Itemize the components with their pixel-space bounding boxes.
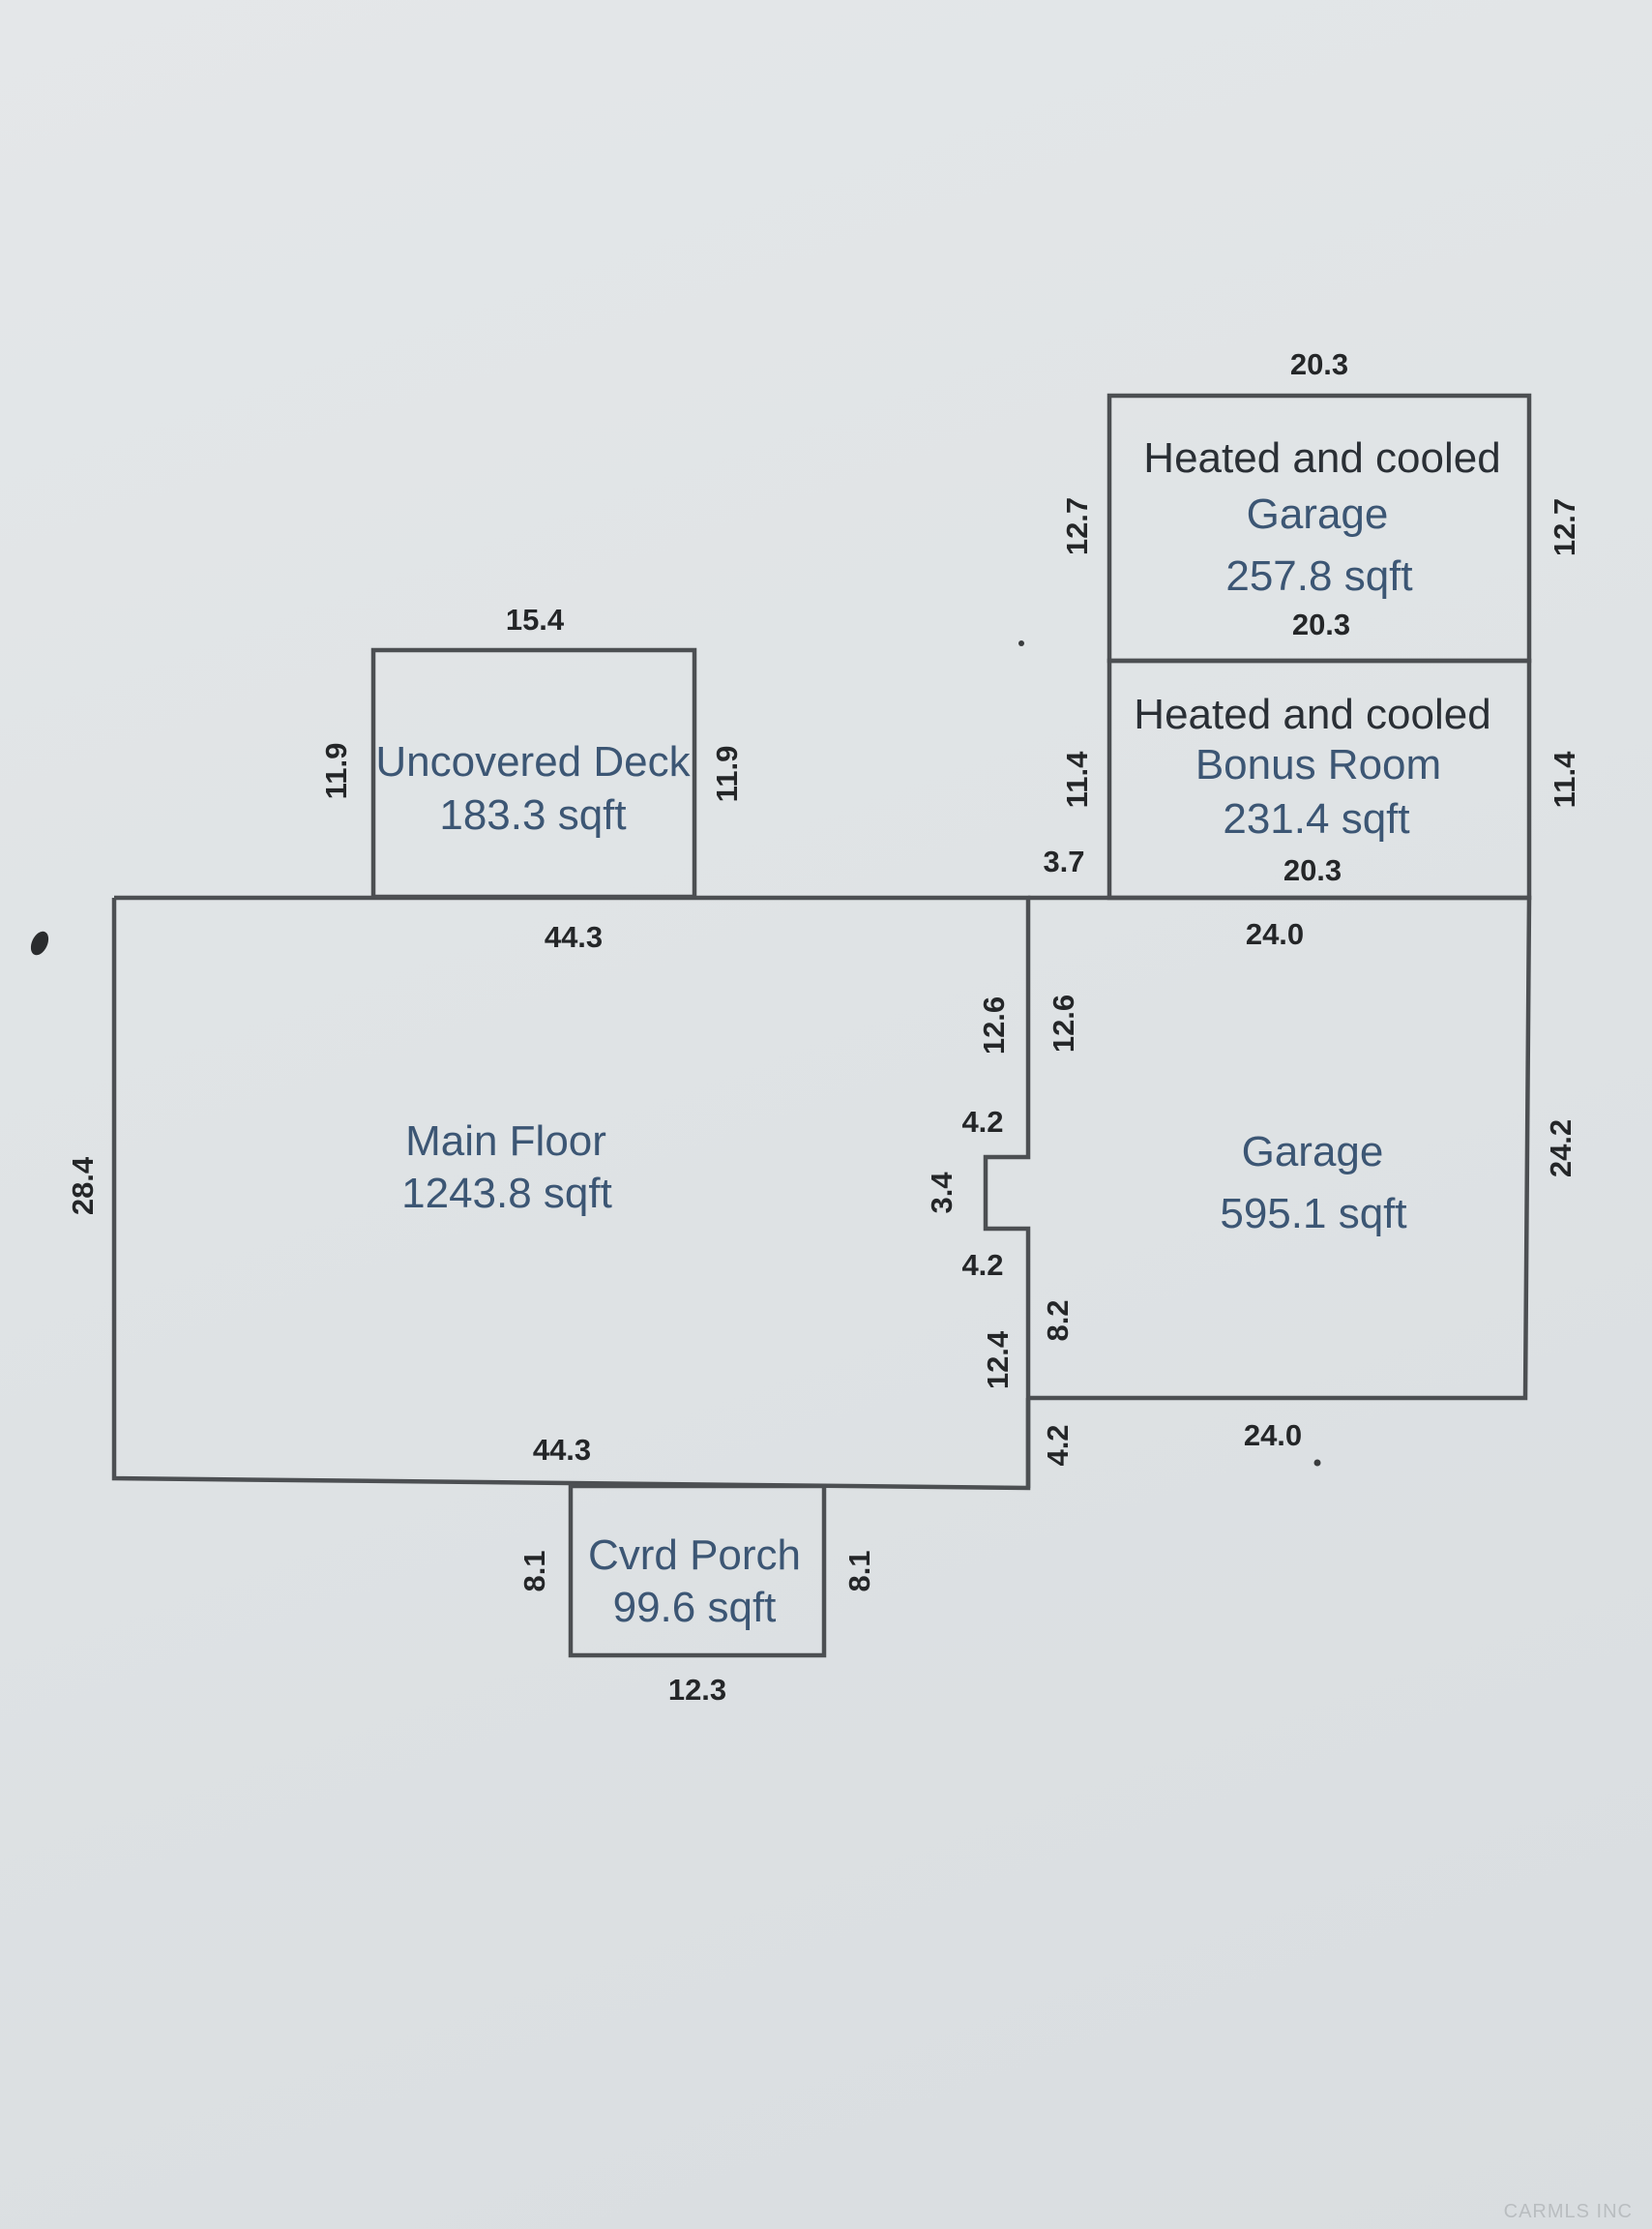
ink-dot: [1018, 640, 1024, 646]
dim-main-right-lower: 12.4: [981, 1330, 1015, 1389]
garage-area: 595.1 sqft: [1220, 1190, 1406, 1237]
ink-dot: [1313, 1459, 1321, 1467]
dim-upper-garage-top: 20.3: [1290, 347, 1348, 381]
dim-garage-top: 24.0: [1246, 917, 1304, 951]
main-floor-area: 1243.8 sqft: [401, 1170, 612, 1217]
porch-outline: [568, 1483, 827, 1658]
dim-bonus-right: 11.4: [1548, 751, 1581, 808]
dim-garage-right: 24.2: [1544, 1119, 1578, 1177]
upper-garage-name: Garage: [1247, 490, 1389, 538]
paper-specks: [30, 640, 1321, 1467]
room-labels: Heated and cooled Garage 257.8 sqft Heat…: [375, 434, 1500, 1631]
walls: [111, 393, 1532, 1658]
dim-bonus-left: 11.4: [1060, 751, 1094, 808]
dim-garage-left-lower: 8.2: [1041, 1299, 1075, 1341]
garage-outline: [1028, 895, 1532, 1401]
main-floor-outline: [111, 895, 1031, 1491]
porch-area: 99.6 sqft: [613, 1584, 777, 1631]
deck-name: Uncovered Deck: [375, 738, 691, 786]
bonus-room-area: 231.4 sqft: [1223, 795, 1409, 843]
garage-name: Garage: [1242, 1128, 1384, 1175]
deck-area: 183.3 sqft: [439, 791, 626, 839]
dim-main-left: 28.4: [66, 1156, 100, 1215]
dim-upper-garage-left: 12.7: [1060, 497, 1094, 555]
dim-deck-left: 11.9: [319, 743, 353, 800]
dim-bonus-offset: 3.7: [1043, 845, 1084, 878]
bonus-room-qualifier: Heated and cooled: [1134, 691, 1490, 738]
bonus-room-name: Bonus Room: [1195, 741, 1441, 788]
dim-upper-garage-bottom: 20.3: [1292, 608, 1350, 641]
dim-deck-right: 11.9: [710, 746, 744, 803]
upper-garage-qualifier: Heated and cooled: [1143, 434, 1500, 482]
dim-porch-right: 8.1: [842, 1550, 876, 1591]
main-floor-name: Main Floor: [405, 1117, 606, 1165]
dim-deck-top: 15.4: [506, 603, 565, 637]
ink-speck: [30, 931, 49, 956]
dim-notch-bottom: 4.2: [961, 1248, 1003, 1282]
dim-main-right-upper: 12.6: [977, 996, 1011, 1055]
dim-main-bottom: 44.3: [533, 1433, 591, 1467]
dim-upper-garage-right: 12.7: [1548, 498, 1581, 556]
dim-porch-left: 8.1: [517, 1550, 551, 1591]
dim-notch-depth: 3.4: [925, 1172, 959, 1214]
porch-name: Cvrd Porch: [588, 1531, 801, 1579]
dim-garage-bottom: 24.0: [1244, 1418, 1302, 1452]
dim-main-right-offset: 4.2: [1041, 1424, 1075, 1466]
dim-main-top: 44.3: [545, 920, 603, 954]
watermark: CARMLS INC: [1504, 2201, 1633, 2222]
dim-notch-top: 4.2: [961, 1105, 1003, 1139]
upper-garage-area: 257.8 sqft: [1225, 552, 1412, 600]
dim-bonus-bottom: 20.3: [1283, 853, 1342, 887]
dim-garage-left-upper: 12.6: [1047, 995, 1080, 1053]
dim-porch-bottom: 12.3: [668, 1673, 726, 1707]
dimension-labels: 20.3 20.3 20.3 3.7 15.4 44.3 24.0 4.2 4.…: [66, 347, 1581, 1707]
